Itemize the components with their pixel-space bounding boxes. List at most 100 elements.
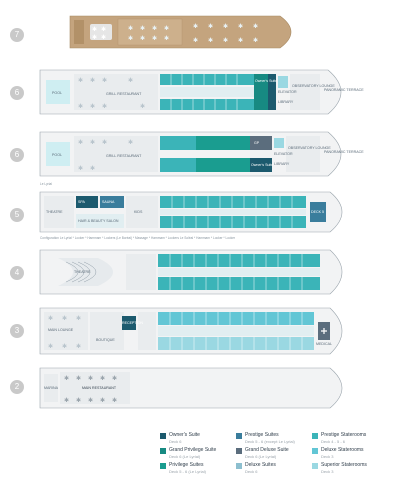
deck-number: 7 (10, 28, 24, 42)
svg-text:✱: ✱ (253, 23, 258, 30)
deck-number: 2 (10, 380, 24, 394)
svg-text:✱: ✱ (140, 25, 145, 32)
theatre-label: THEATRE (46, 210, 63, 214)
configuration-note: Configuration Le Lyrial * Locker * Hamma… (40, 236, 236, 240)
legend-item-privilege-suites: Privilege Suites Deck 5 - 6 (Le Lyrial) (160, 462, 240, 478)
reception-label: RECEPTION (122, 321, 143, 325)
svg-text:✱: ✱ (92, 34, 97, 41)
legend-name: Privilege Suites (169, 462, 204, 468)
svg-text:✱: ✱ (152, 25, 157, 32)
svg-text:✱: ✱ (101, 26, 106, 33)
svg-text:✱: ✱ (90, 165, 95, 172)
legend-deck: Deck 6 (245, 468, 258, 474)
deck-3-plan: ✱✱✱✱✱✱ MAIN LOUNGE RECEPTION BOUTIQUE ME… (38, 306, 356, 356)
svg-text:✱: ✱ (238, 23, 243, 30)
hair-salon-label: HAIR & BEAUTY SALON (78, 219, 119, 223)
svg-text:✱: ✱ (88, 397, 93, 404)
owners-suite-label: Owner's Suite (255, 79, 278, 83)
legend-item-deluxe-staterooms: Deluxe Staterooms Deck 3 (312, 447, 392, 463)
svg-text:✱: ✱ (102, 103, 107, 110)
deck-number: 6 (10, 148, 24, 162)
deck-7-plan: ✱✱✱✱ ✱✱✱✱✱ ✱✱✱✱✱ ✱✱✱✱ ✱✱✱✱ (68, 10, 304, 54)
deck-4-layout (39, 249, 343, 295)
svg-text:✱: ✱ (140, 103, 145, 110)
marina-label: MARINA (44, 386, 58, 390)
legend-deck: Deck 5 - 6 (Le Lyrial) (169, 468, 206, 474)
deck-number: 3 (10, 324, 24, 338)
observatory-label: OBSERVATORY LOUNGE (288, 146, 331, 150)
legend-swatch (236, 433, 242, 439)
deck-6a-plan: ✱✱✱✱✱✱✱✱ POOL GRILL RESTAURANT Owner's S… (38, 66, 364, 118)
sauna-label: SAUNA (102, 200, 115, 204)
svg-text:✱: ✱ (76, 397, 81, 404)
pool-label: POOL (52, 153, 62, 157)
owners-suite-label: Owner's Suite (251, 163, 274, 167)
deck-4: 4 THEATRE (0, 248, 400, 300)
legend-name: Prestige Staterooms (321, 432, 367, 438)
svg-text:✱: ✱ (76, 375, 81, 382)
deck-5-layout (39, 191, 343, 233)
svg-text:✱: ✱ (90, 103, 95, 110)
grill-restaurant-label: GRILL RESTAURANT (106, 154, 142, 158)
svg-text:✱: ✱ (208, 37, 213, 44)
deck5-label: DECK 5 (311, 210, 324, 214)
deck-6a-layout: ✱ ✱ ✱ ✱ ✱ ✱ ✱ ✱ (39, 69, 342, 115)
legend-deck: Deck 6 (Le Lyrial) (245, 453, 277, 459)
library-label: LIBRARY (278, 100, 294, 104)
observatory-label: OBSERVATORY LOUNGE (292, 84, 335, 88)
svg-text:✱: ✱ (128, 139, 133, 146)
elevator-label: ELEVATOR (274, 152, 293, 156)
svg-text:✱: ✱ (102, 77, 107, 84)
deck-number: 6 (10, 86, 24, 100)
svg-text:✱: ✱ (193, 23, 198, 30)
svg-text:✱: ✱ (140, 35, 145, 42)
legend-name: Grand Deluxe Suite (245, 447, 289, 453)
legend-swatch (312, 433, 318, 439)
legend-name: Deluxe Suites (245, 462, 276, 468)
svg-text:✱: ✱ (128, 35, 133, 42)
svg-text:✱: ✱ (76, 343, 81, 350)
deck-6b-layout: ✱✱✱✱✱✱ (39, 131, 342, 177)
svg-text:✱: ✱ (223, 23, 228, 30)
svg-text:✱: ✱ (48, 343, 53, 350)
svg-text:✱: ✱ (78, 77, 83, 84)
deck-2: 2 ✱✱✱✱✱✱✱✱✱✱ MARINA MAIN RESTAURANT (0, 364, 400, 414)
legend-swatch (312, 448, 318, 454)
svg-text:✱: ✱ (253, 37, 258, 44)
legend-swatch (312, 463, 318, 469)
legend-swatch (160, 448, 166, 454)
svg-text:✱: ✱ (90, 139, 95, 146)
deck-number: 5 (10, 208, 24, 222)
legend-swatch (236, 448, 242, 454)
svg-text:✱: ✱ (62, 343, 67, 350)
svg-text:✱: ✱ (128, 25, 133, 32)
deck-2-layout: ✱✱✱✱✱✱✱✱✱✱ (39, 367, 343, 409)
svg-text:✱: ✱ (90, 77, 95, 84)
svg-text:✱: ✱ (64, 375, 69, 382)
svg-text:✱: ✱ (128, 77, 133, 84)
deck-6b-plan: ✱✱✱✱✱✱ GP Owner's Suite POOL GRILL RESTA… (38, 128, 364, 180)
svg-text:✱: ✱ (88, 375, 93, 382)
terrace-label: PANORAMIC TERRACE (324, 150, 364, 154)
elevator-label: ELEVATOR (278, 90, 297, 94)
library-label: LIBRARY (274, 162, 290, 166)
terrace-label: PANORAMIC TERRACE (324, 88, 364, 92)
legend-item-prestige-suites: Prestige Suites Deck 5 - 6 (except Le Ly… (236, 432, 316, 448)
svg-text:✱: ✱ (100, 375, 105, 382)
legend-item-grand-privilege-suite: Grand Privilege Suite Deck 6 (Le Lyrial) (160, 447, 240, 463)
svg-text:✱: ✱ (48, 315, 53, 322)
svg-text:✱: ✱ (76, 315, 81, 322)
deck-6b: 6 ✱✱✱✱✱✱ GP Owner's Suite POOL GRILL RES… (0, 126, 400, 190)
svg-text:✱: ✱ (238, 37, 243, 44)
legend-deck: Deck 6 (Le Lyrial) (169, 453, 201, 459)
svg-text:✱: ✱ (101, 34, 106, 41)
svg-text:✱: ✱ (78, 103, 83, 110)
deck-3: 3 ✱✱✱✱✱✱ MAIN LOUNGE RECEPTION BOUTIQUE … (0, 304, 400, 360)
deck-7-sundeck: ✱✱✱✱ ✱✱✱✱✱ ✱✱✱✱✱ ✱✱✱✱ ✱✱✱✱ (69, 15, 292, 49)
svg-text:✱: ✱ (112, 397, 117, 404)
legend-name: Superior Staterooms (321, 462, 367, 468)
deck-6a: 6 ✱✱✱✱✱✱✱✱ POOL GRILL RESTAURANT Owner's… (0, 62, 400, 122)
svg-text:✱: ✱ (164, 35, 169, 42)
legend-deck: Deck 3 (321, 453, 334, 459)
legend-item-prestige-staterooms: Prestige Staterooms Deck 4 - 5 - 6 (312, 432, 392, 448)
